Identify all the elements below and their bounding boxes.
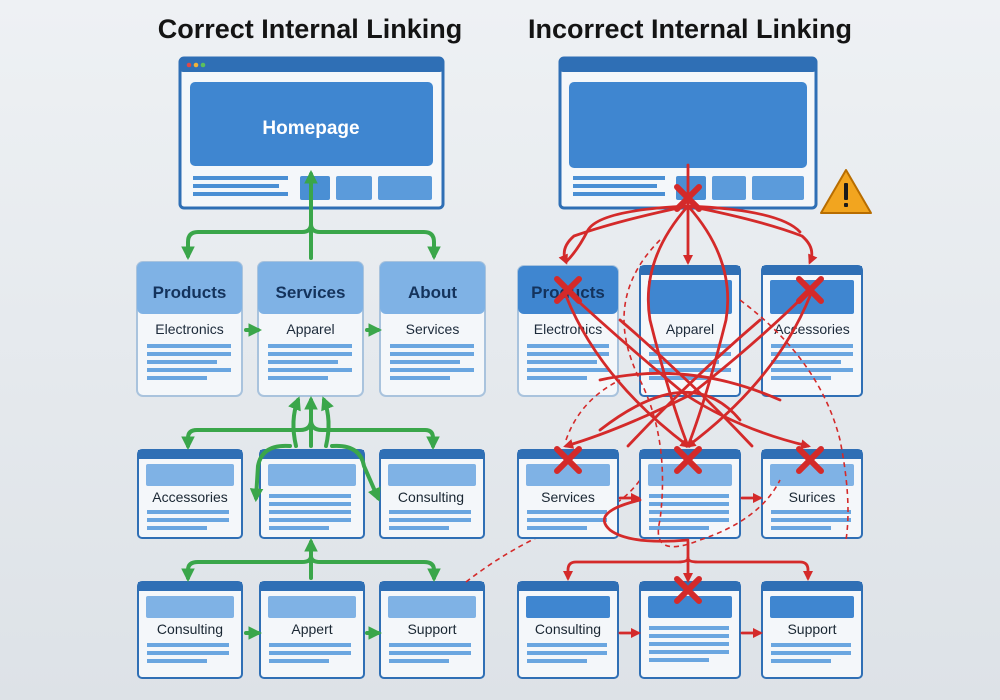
card-label: Support bbox=[787, 621, 836, 637]
card-label: Consulting bbox=[535, 621, 601, 637]
incorrect-tier3-card-consulting: Consulting bbox=[517, 581, 619, 679]
x-mark-icon bbox=[674, 446, 702, 474]
correct-tier2-card-consulting: Consulting bbox=[379, 449, 485, 539]
red-arrow bbox=[686, 556, 814, 582]
incorrect-tier1-card-apparel: Apparel bbox=[639, 265, 741, 397]
card-sub-label: Apparel bbox=[666, 321, 714, 337]
card-label: Consulting bbox=[398, 489, 464, 505]
card-label: Appert bbox=[291, 621, 332, 637]
incorrect-homepage-window bbox=[558, 56, 818, 210]
red-arrow bbox=[646, 204, 690, 448]
red-arrow bbox=[686, 204, 818, 265]
homepage-label: Homepage bbox=[262, 118, 359, 139]
card-sub-label: Electronics bbox=[534, 321, 602, 337]
homepage-hero bbox=[569, 82, 807, 168]
correct-tier1-card-about: About Services bbox=[379, 261, 486, 397]
red-dashed-link bbox=[623, 239, 781, 548]
correct-tier2-card-middle bbox=[259, 449, 365, 539]
red-arrow bbox=[686, 204, 730, 448]
x-mark-icon bbox=[674, 576, 702, 604]
correct-tier1-card-products: Products Electronics bbox=[136, 261, 243, 397]
correct-tier1-card-services: Services Apparel bbox=[257, 261, 364, 397]
warning-icon bbox=[820, 169, 872, 214]
red-arrow bbox=[603, 498, 690, 543]
card-sub-label: Electronics bbox=[155, 321, 223, 337]
red-arrow bbox=[564, 204, 690, 264]
x-mark-icon bbox=[554, 276, 582, 304]
green-arrow bbox=[309, 554, 441, 583]
red-arrow bbox=[562, 556, 690, 582]
card-header-label: Products bbox=[153, 283, 227, 302]
correct-tier3-card-support: Support bbox=[379, 581, 485, 679]
correct-homepage-window: Homepage bbox=[178, 56, 445, 210]
card-label: Services bbox=[541, 489, 595, 505]
red-dashed-link bbox=[739, 299, 849, 541]
incorrect-tier3-card-middle bbox=[639, 581, 741, 679]
green-arrow bbox=[309, 418, 440, 451]
correct-link-arrows bbox=[181, 169, 441, 640]
green-arrow bbox=[181, 418, 313, 451]
incorrect-link-arrows bbox=[558, 163, 818, 639]
card-sub-label: Accessories bbox=[774, 321, 849, 337]
correct-tier3-card-appert: Appert bbox=[259, 581, 365, 679]
x-marks bbox=[554, 184, 824, 604]
window-dot-icon bbox=[193, 62, 199, 68]
green-arrow bbox=[321, 396, 334, 448]
card-sub-label: Services bbox=[406, 321, 460, 337]
incorrect-dashed-links bbox=[565, 239, 849, 548]
card-label: Consulting bbox=[157, 621, 223, 637]
card-sub-label: Apparel bbox=[286, 321, 334, 337]
green-arrow bbox=[288, 396, 301, 448]
green-arrow bbox=[330, 443, 381, 502]
red-arrow bbox=[598, 371, 782, 402]
incorrect-diagram: Products Electronics Apparel Accessories bbox=[517, 56, 872, 679]
red-arrow bbox=[626, 318, 762, 448]
x-mark-icon bbox=[796, 276, 824, 304]
homepage-hero bbox=[190, 82, 433, 166]
red-arrow bbox=[558, 204, 690, 265]
x-mark-icon bbox=[796, 446, 824, 474]
window-dot-icon bbox=[200, 62, 206, 68]
card-label: Surices bbox=[789, 489, 836, 505]
red-arrow bbox=[564, 288, 811, 450]
incorrect-tier3-card-support: Support bbox=[761, 581, 863, 679]
red-arrow bbox=[563, 288, 812, 449]
green-arrow bbox=[249, 443, 292, 503]
incorrect-tier1-card-accessories: Accessories bbox=[761, 265, 863, 397]
title-correct: Correct Internal Linking bbox=[158, 14, 463, 44]
red-arrow bbox=[686, 204, 802, 234]
incorrect-tier2-card-services: Services bbox=[517, 449, 619, 539]
correct-tier3-card-consulting: Consulting bbox=[137, 581, 243, 679]
card-header-label: Services bbox=[276, 283, 346, 302]
title-incorrect: Incorrect Internal Linking bbox=[528, 14, 852, 44]
red-arrow bbox=[685, 294, 812, 448]
x-mark-icon bbox=[554, 446, 582, 474]
red-arrow bbox=[564, 294, 691, 448]
card-header-label: About bbox=[408, 283, 457, 302]
x-mark-icon bbox=[674, 184, 702, 212]
red-arrow bbox=[618, 318, 754, 448]
green-arrow bbox=[309, 222, 441, 261]
correct-diagram: Homepage Products Electronics Services A… bbox=[136, 56, 486, 679]
red-dashed-link bbox=[565, 379, 621, 441]
window-dot-icon bbox=[186, 62, 192, 68]
card-label: Accessories bbox=[152, 489, 227, 505]
card-label: Support bbox=[407, 621, 456, 637]
incorrect-tier1-card-products: Products Electronics bbox=[517, 265, 619, 397]
red-arrow bbox=[598, 391, 742, 432]
correct-tier2-card-accessories: Accessories bbox=[137, 449, 243, 539]
